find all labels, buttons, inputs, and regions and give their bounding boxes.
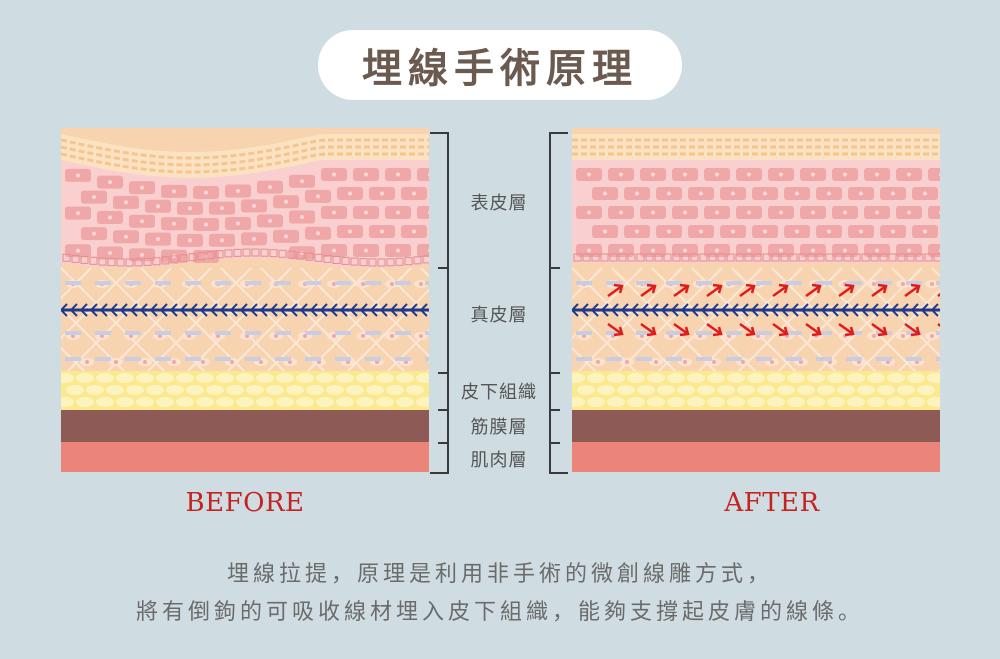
after-skin-diagram bbox=[572, 128, 940, 472]
lift-arrow-down bbox=[871, 322, 888, 337]
lift-arrow-up bbox=[904, 283, 921, 298]
lift-arrow-down bbox=[739, 322, 756, 337]
after-label: AFTER bbox=[724, 488, 820, 518]
page-title: 埋線手術原理 bbox=[362, 45, 638, 92]
lift-arrow-up bbox=[640, 283, 657, 298]
lift-arrow-down bbox=[673, 322, 690, 337]
barbed-thread bbox=[61, 303, 429, 317]
lift-arrow-up bbox=[607, 283, 624, 298]
lift-arrow-up bbox=[772, 283, 789, 298]
lift-arrow-down bbox=[838, 322, 855, 337]
title-banner: 埋線手術原理 bbox=[318, 30, 682, 100]
lift-arrow-down bbox=[640, 322, 657, 337]
barbed-thread bbox=[572, 303, 940, 317]
lift-arrows bbox=[607, 283, 940, 337]
before-label: BEFORE bbox=[185, 488, 305, 518]
lift-arrow-up bbox=[838, 283, 855, 298]
lift-arrow-up bbox=[805, 283, 822, 298]
label-dermis: 真皮層 bbox=[470, 305, 528, 326]
label-subcutaneous: 皮下組織 bbox=[461, 382, 537, 403]
lift-arrow-up bbox=[871, 283, 888, 298]
lift-arrow-down bbox=[904, 322, 921, 337]
lift-arrow-up bbox=[739, 283, 756, 298]
lift-arrow-up bbox=[706, 283, 723, 298]
lift-arrow-down bbox=[706, 322, 723, 337]
description-line-2: 將有倒鉤的可吸收線材埋入皮下組織，能夠支撐起皮膚的線條。 bbox=[135, 600, 864, 625]
label-fascia: 筋膜層 bbox=[470, 417, 528, 438]
lift-arrow-down bbox=[772, 322, 789, 337]
lift-arrow-down bbox=[805, 322, 822, 337]
description-line-1: 埋線拉提，原理是利用非手術的微創線雕方式， bbox=[226, 562, 773, 587]
lift-arrow-up bbox=[673, 283, 690, 298]
before-skin-diagram bbox=[61, 128, 429, 472]
lift-arrow-down bbox=[607, 322, 624, 337]
label-muscle: 肌肉層 bbox=[470, 450, 528, 471]
layer-brackets bbox=[430, 132, 568, 474]
label-epidermis: 表皮層 bbox=[470, 193, 528, 214]
